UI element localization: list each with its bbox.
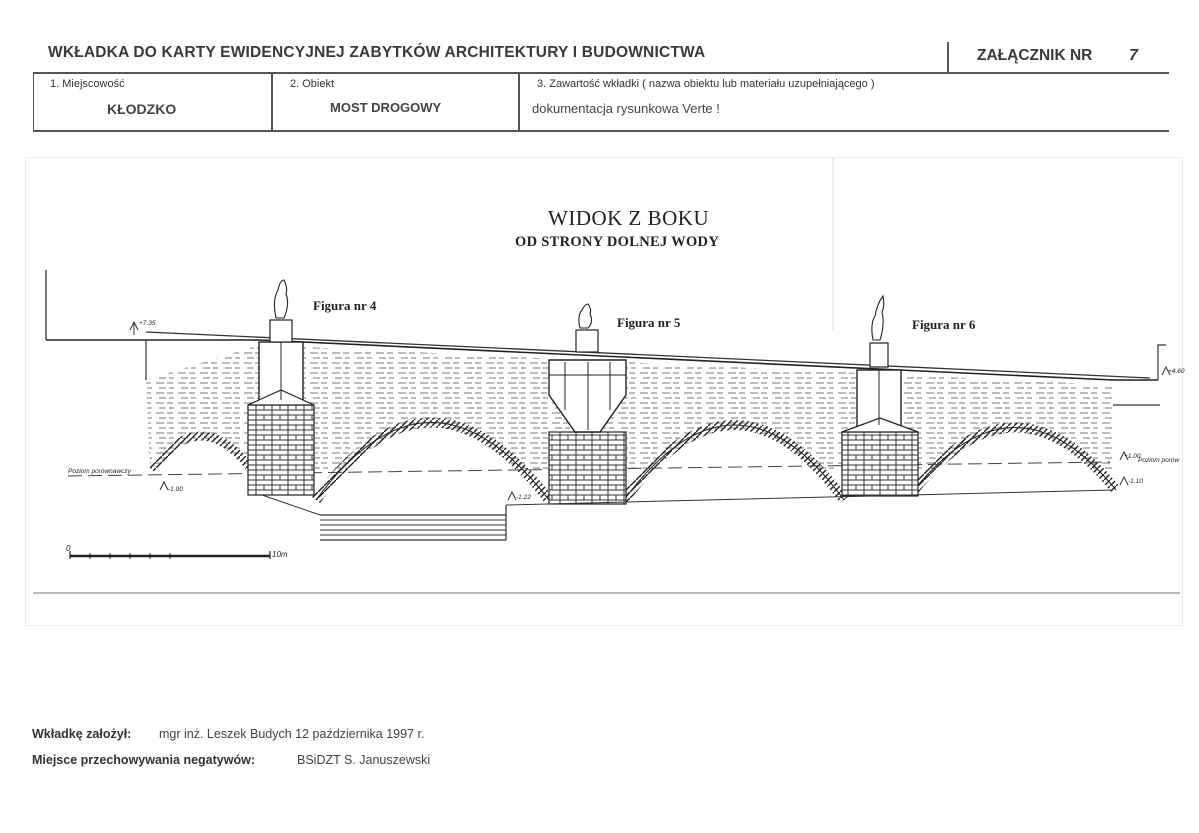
scale-zero-label: 0	[66, 544, 71, 553]
deck-top-line	[46, 339, 1158, 381]
level-left-base: -1.00	[168, 486, 183, 493]
pier-3	[841, 294, 919, 497]
content-label: 3. Zawartość wkładki ( nazwa obiektu lub…	[537, 78, 875, 90]
right-end-post	[1157, 344, 1166, 380]
level-left-top: +7.35	[139, 320, 156, 327]
level-right-top: +4.60	[1168, 368, 1185, 375]
annex-label: ZAŁĄCZNIK NR	[977, 47, 1093, 64]
form-divider-2	[518, 72, 520, 131]
created-by-label: Wkładkę założył:	[32, 727, 132, 741]
document-header-title: WKŁADKA DO KARTY EWIDENCYJNEJ ZABYTKÓW A…	[48, 44, 706, 61]
arch-outline-2	[315, 422, 550, 501]
datum-left-label: Poziom porównawczy	[68, 468, 131, 475]
form-divider-1	[271, 72, 273, 131]
level-markers	[129, 320, 1171, 501]
figure-4-label: Figura nr 4	[313, 298, 377, 313]
level-mid-base: -1.22	[516, 494, 531, 501]
negatives-storage-label: Miejsce przechowywania negatywów:	[32, 753, 255, 767]
content-value: dokumentacja rysunkowa Verte !	[532, 101, 720, 116]
figure-5-label: Figura nr 5	[617, 315, 681, 330]
locality-value: KŁODZKO	[107, 101, 177, 117]
header-separator	[947, 42, 949, 72]
object-value: MOST DROGOWY	[330, 100, 442, 115]
pier-2	[548, 303, 627, 505]
pier-1	[247, 279, 321, 516]
negatives-storage-value: BSiDZT S. Januszewski	[297, 753, 431, 767]
parapet-line	[145, 331, 1151, 379]
scale-end-label: 10m	[272, 550, 288, 559]
object-label: 2. Obiekt	[290, 78, 335, 90]
arch-ring-1	[148, 431, 256, 473]
scale-bar	[69, 551, 271, 559]
form-left-border	[33, 72, 34, 131]
drawing-subtitle: OD STRONY DOLNEJ WODY	[515, 234, 720, 250]
level-right-base: -1.10	[1128, 478, 1143, 485]
figure-6-label: Figura nr 6	[912, 317, 976, 332]
form-bottom-rule	[33, 130, 1169, 132]
locality-label: 1. Miejscowość	[50, 78, 125, 90]
drawing-title: WIDOK Z BOKU	[548, 206, 710, 230]
annex-number: 7	[1129, 47, 1138, 64]
created-by-value: mgr inż. Leszek Budych 12 października 1…	[159, 727, 425, 741]
form-top-rule	[33, 72, 1169, 74]
riverbed-hatching	[320, 489, 1114, 541]
datum-right-label: Poziom porów	[1138, 457, 1180, 464]
level-right-water: +1.00	[1124, 453, 1141, 460]
